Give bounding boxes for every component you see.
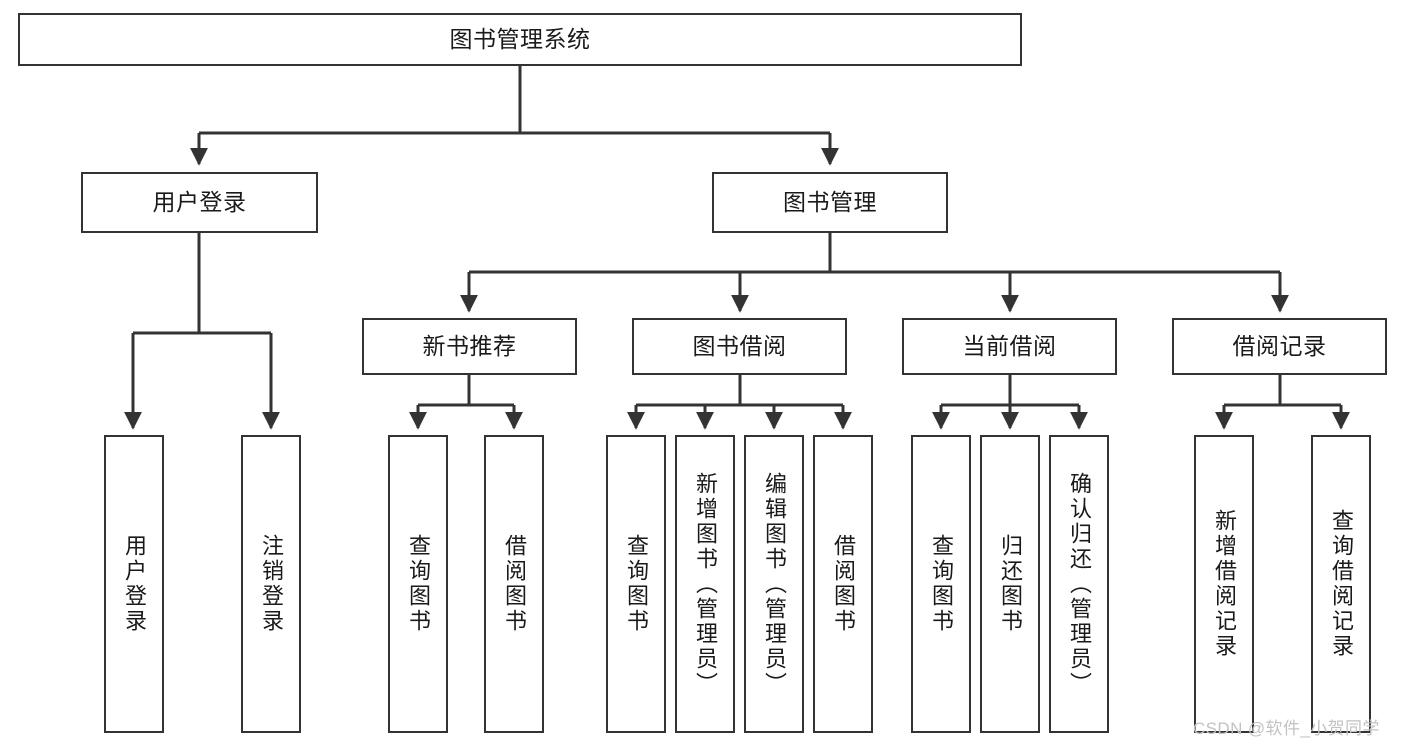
node-book-management[interactable]: 图书管理 <box>712 172 948 233</box>
leaf-confirm-return-admin[interactable]: 确认归还（管理员） <box>1049 435 1109 733</box>
leaf-return-book-label: 归还图书 <box>997 534 1023 634</box>
leaf-query-book-borrow[interactable]: 查询图书 <box>606 435 666 733</box>
leaf-query-borrow-record-label: 查询借阅记录 <box>1328 509 1354 659</box>
leaf-user-login[interactable]: 用户登录 <box>104 435 164 733</box>
leaf-confirm-return-admin-label: 确认归还（管理员） <box>1066 471 1092 697</box>
node-book-borrow[interactable]: 图书借阅 <box>632 318 847 375</box>
leaf-user-login-label: 用户登录 <box>121 534 147 634</box>
leaf-borrow-book-recommend[interactable]: 借阅图书 <box>484 435 544 733</box>
leaf-query-book-borrow-label: 查询图书 <box>623 534 649 634</box>
leaf-borrow-book[interactable]: 借阅图书 <box>813 435 873 733</box>
leaf-add-borrow-record-label: 新增借阅记录 <box>1211 509 1237 659</box>
leaf-add-book-admin[interactable]: 新增图书（管理员） <box>675 435 735 733</box>
leaf-add-book-admin-label: 新增图书（管理员） <box>692 471 718 697</box>
leaf-logout-label: 注销登录 <box>258 534 284 634</box>
node-book-borrow-label: 图书借阅 <box>692 332 787 359</box>
node-current-borrow[interactable]: 当前借阅 <box>902 318 1117 375</box>
leaf-query-book-recommend-label: 查询图书 <box>405 534 431 634</box>
node-root-label: 图书管理系统 <box>449 25 591 52</box>
leaf-query-book-recommend[interactable]: 查询图书 <box>388 435 448 733</box>
leaf-logout[interactable]: 注销登录 <box>241 435 301 733</box>
leaf-query-borrow-record[interactable]: 查询借阅记录 <box>1311 435 1371 733</box>
leaf-borrow-book-recommend-label: 借阅图书 <box>501 534 527 634</box>
leaf-return-book[interactable]: 归还图书 <box>980 435 1040 733</box>
node-new-book-recommend-label: 新书推荐 <box>422 332 517 359</box>
node-current-borrow-label: 当前借阅 <box>962 332 1057 359</box>
node-root[interactable]: 图书管理系统 <box>18 13 1022 66</box>
node-borrow-record-label: 借阅记录 <box>1232 332 1327 359</box>
node-user-login-label: 用户登录 <box>152 188 247 215</box>
leaf-edit-book-admin[interactable]: 编辑图书（管理员） <box>744 435 804 733</box>
node-new-book-recommend[interactable]: 新书推荐 <box>362 318 577 375</box>
leaf-add-borrow-record[interactable]: 新增借阅记录 <box>1194 435 1254 733</box>
leaf-borrow-book-label: 借阅图书 <box>830 534 856 634</box>
node-user-login[interactable]: 用户登录 <box>81 172 318 233</box>
leaf-edit-book-admin-label: 编辑图书（管理员） <box>761 471 787 697</box>
node-borrow-record[interactable]: 借阅记录 <box>1172 318 1387 375</box>
csdn-watermark: CSDN @软件_小贺同学 <box>1193 719 1380 738</box>
leaf-query-book-current[interactable]: 查询图书 <box>911 435 971 733</box>
node-book-management-label: 图书管理 <box>783 188 877 215</box>
leaf-query-book-current-label: 查询图书 <box>928 534 954 634</box>
